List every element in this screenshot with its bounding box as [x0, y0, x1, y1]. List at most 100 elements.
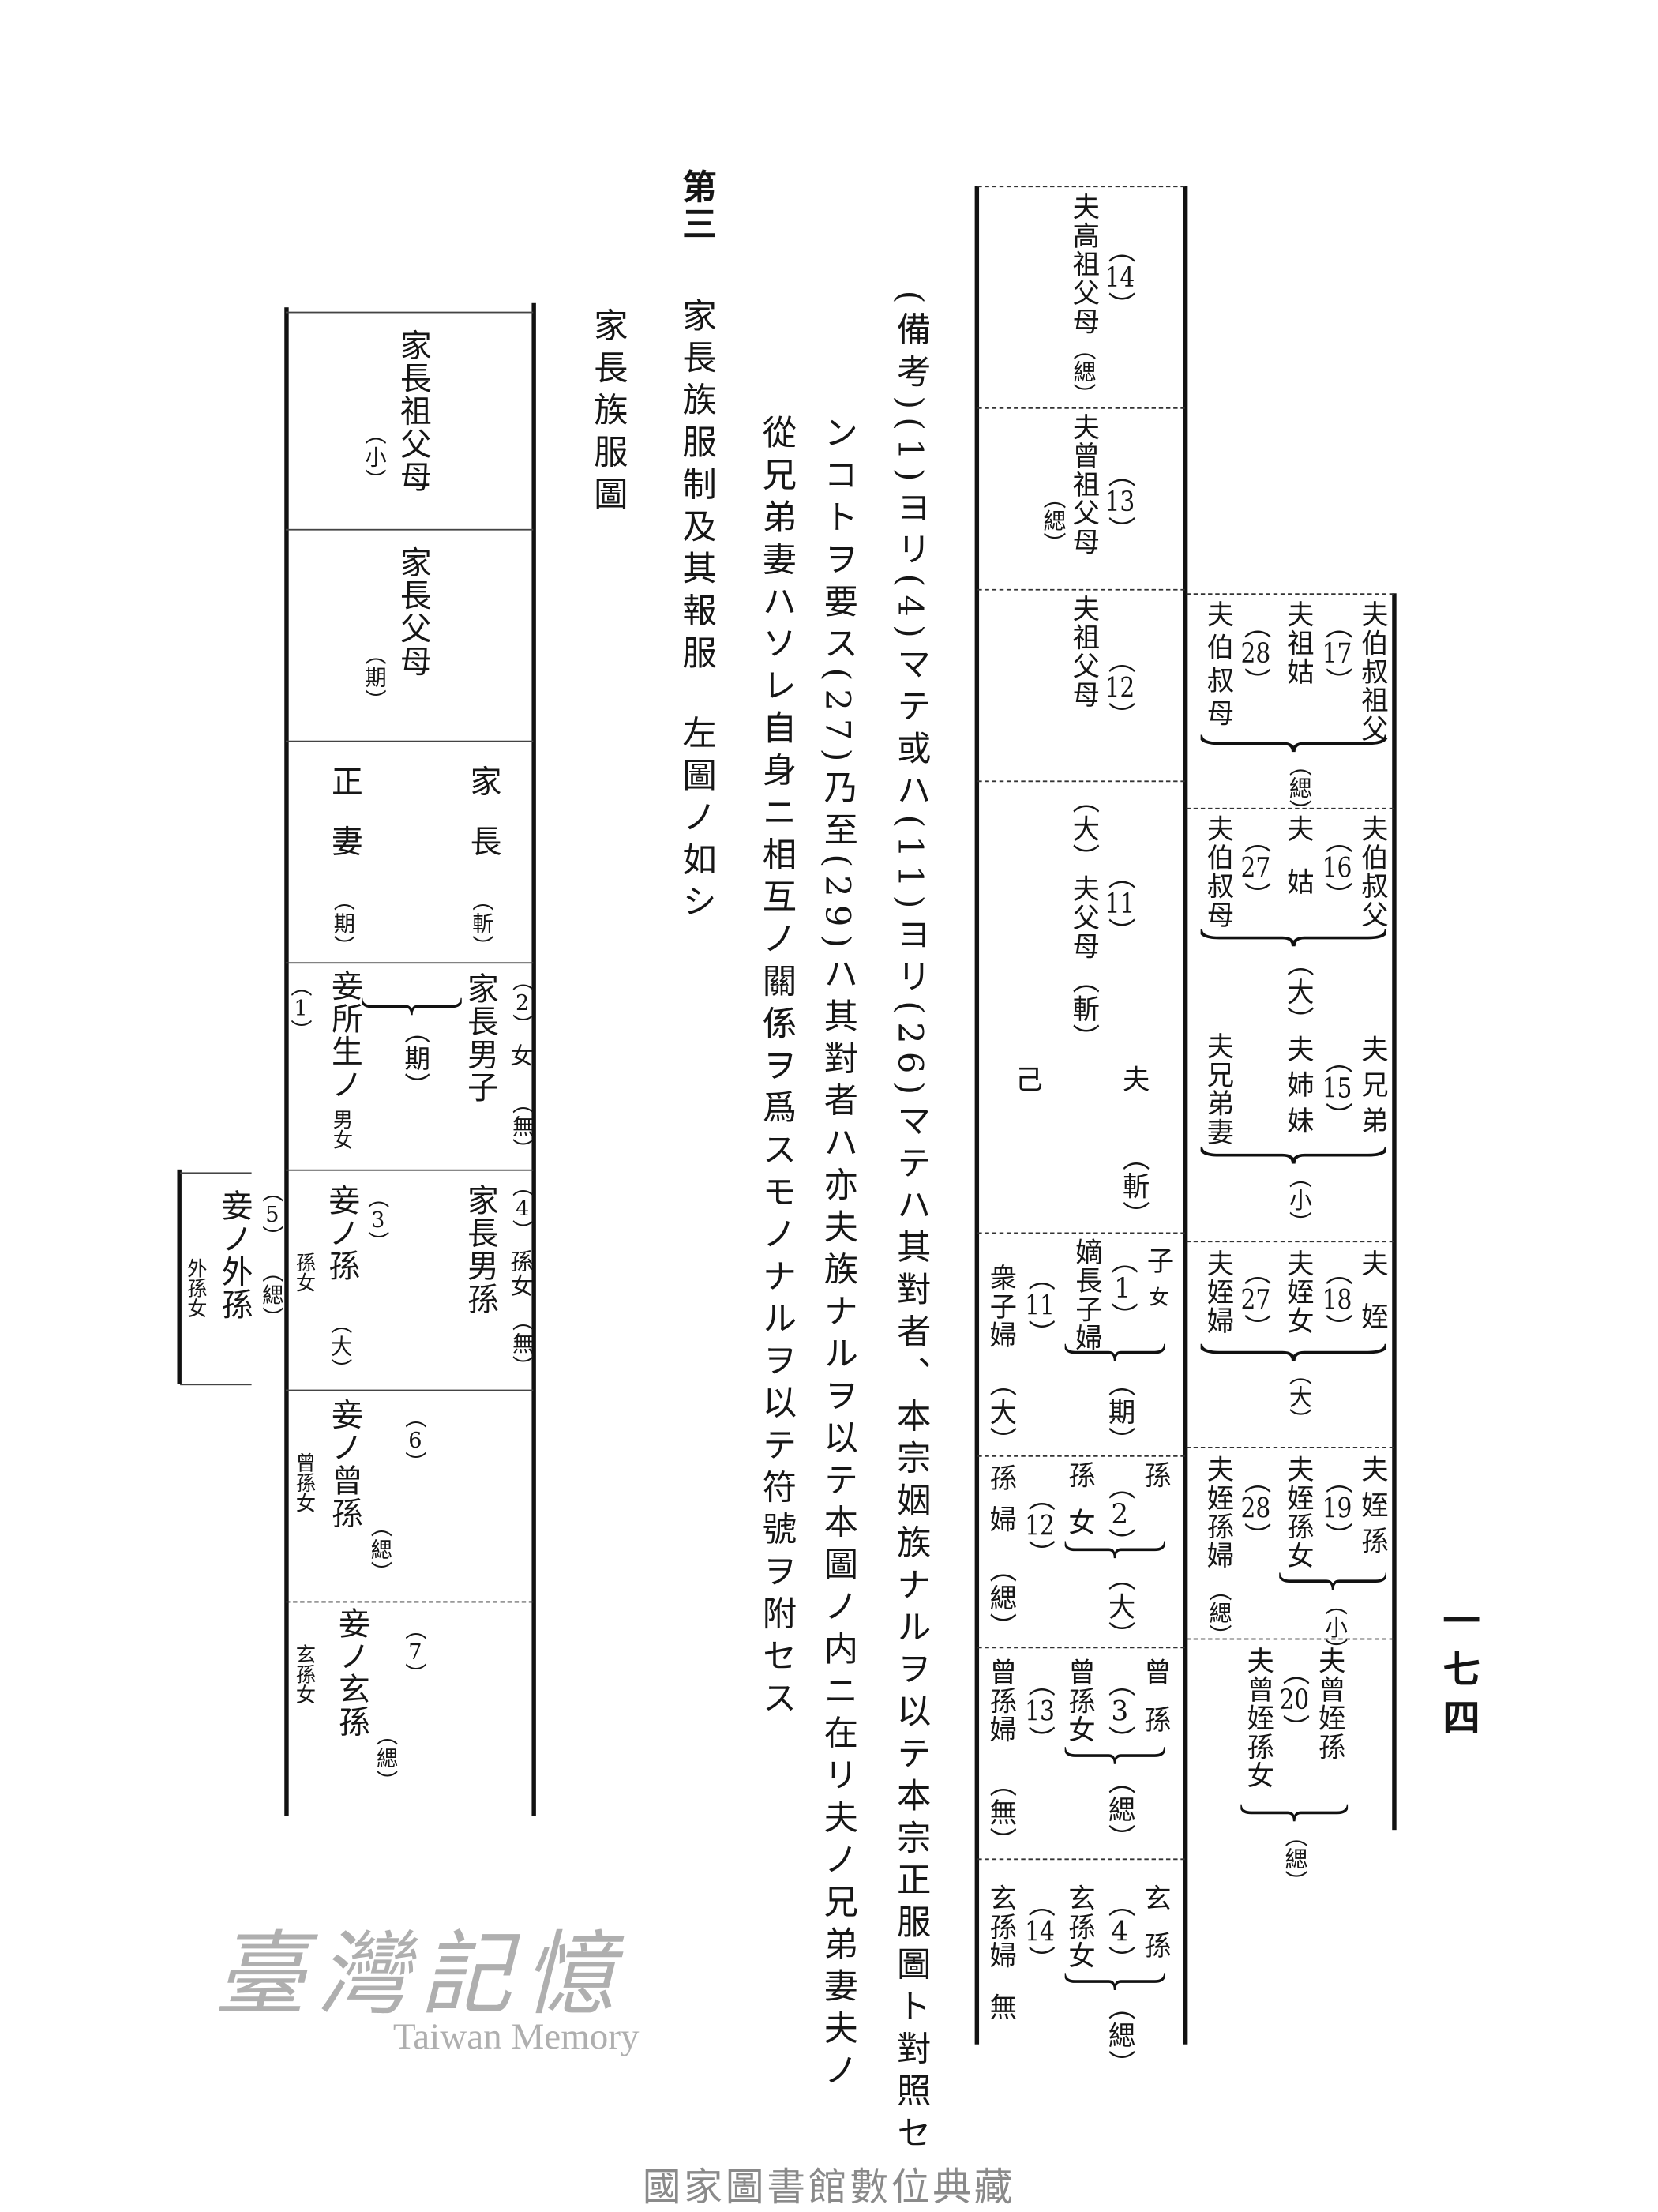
kin-number: 16: [1322, 826, 1352, 911]
kin-name: 夫伯叔祖父: [1356, 600, 1389, 744]
kin-name: 夫兄弟妻: [1202, 1032, 1235, 1147]
mourning-grade: 小: [362, 423, 388, 492]
mourning-grade: 緦: [1104, 1767, 1135, 1853]
kin-name: 孫女: [505, 1249, 534, 1298]
brace: [1279, 1572, 1386, 1590]
mourning-grade: 斬: [470, 889, 496, 958]
section-instruction: 左圖ノ如シ: [676, 715, 716, 926]
section-number: 第三: [676, 168, 718, 243]
row-divider: [977, 1647, 1185, 1649]
kin-name: 夫姑: [1282, 814, 1315, 921]
kin-name: 夫姪孫: [1356, 1455, 1389, 1563]
mourning-grade: 緦: [1104, 1993, 1135, 2079]
kin-number: 6: [403, 1406, 425, 1474]
kin-name: 夫伯叔父: [1356, 814, 1389, 929]
mourning-grade: 期: [1104, 1369, 1135, 1455]
chart-border-left: [974, 186, 979, 2045]
brace: [1200, 1343, 1386, 1361]
chart-border-left: [284, 307, 288, 1816]
kin-number: 4: [1105, 1890, 1132, 1974]
row-divider: [286, 740, 534, 742]
self-label: 己: [1011, 1065, 1043, 1094]
kin-number: 27: [1240, 826, 1270, 911]
chart-border-middle: [1183, 186, 1187, 2045]
brace: [1064, 1541, 1165, 1559]
kin-number: 20: [1279, 1658, 1309, 1743]
kin-number: 1: [1108, 1247, 1135, 1331]
kin-name: 外孫女: [184, 1258, 208, 1319]
mourning-grade: 緦: [368, 1515, 394, 1584]
kin-number: 27: [1240, 1258, 1270, 1343]
kin-name: 妾所生ノ: [325, 969, 362, 1101]
kin-name: 夫曾祖父母: [1068, 413, 1101, 557]
mourning-grade: 無: [985, 1992, 1018, 2022]
kin-name: 玄孫女: [1063, 1883, 1096, 1970]
row-divider: [286, 528, 534, 531]
mourning-grade: 緦: [1281, 1824, 1307, 1893]
kin-name: 夫父母: [1068, 874, 1101, 961]
row-divider: [977, 1858, 1185, 1861]
row-divider: [286, 1169, 534, 1171]
mourning-grade: 期: [400, 1018, 430, 1099]
kin-name: 女: [1146, 1286, 1169, 1309]
row-divider: [180, 1172, 252, 1174]
mourning-grade: 大: [328, 1313, 354, 1381]
kin-number: 1: [290, 975, 311, 1042]
brace: [1064, 1973, 1165, 1990]
kin-name: 玄孫: [1139, 1883, 1172, 1979]
brace: [1064, 1747, 1165, 1764]
kin-name: 夫兄弟: [1356, 1035, 1389, 1143]
kin-number: 4: [511, 1175, 532, 1242]
kin-name: 孫: [1139, 1461, 1172, 1508]
kin-number: 7: [403, 1618, 425, 1685]
row-divider: [977, 780, 1185, 783]
row-divider: [1186, 1241, 1394, 1243]
kin-name: 曾孫女: [1063, 1658, 1096, 1744]
row-divider: [977, 186, 1185, 188]
kin-name: 孫女: [1063, 1461, 1096, 1556]
mourning-grade: 無: [509, 1092, 535, 1161]
diagram-title: 家長族服圖: [587, 307, 628, 519]
kin-name: 家長父母: [394, 546, 430, 678]
mourning-grade: 小: [1285, 1165, 1311, 1234]
kin-name: 夫祖姑: [1282, 600, 1315, 686]
kin-name: 孫女: [293, 1252, 317, 1293]
kin-name: 夫曾姪孫: [1314, 1647, 1346, 1762]
kin-number: 18: [1322, 1258, 1352, 1343]
husband-label: 夫: [1118, 1065, 1150, 1094]
kin-number: 17: [1322, 612, 1352, 697]
kin-name: 妾ノ曾孫: [325, 1398, 362, 1530]
kin-name: 衆子婦: [985, 1264, 1018, 1350]
kin-name: 玄孫婦: [985, 1883, 1018, 1970]
mourning-grade: 期: [331, 889, 357, 958]
row-divider: [286, 1601, 534, 1603]
kin-name: 妾ノ玄孫: [332, 1606, 369, 1739]
mourning-grade: 無: [509, 1309, 535, 1378]
kin-number: 3: [1105, 1669, 1132, 1754]
kin-name: 家長男孫: [461, 1183, 497, 1316]
kin-number: 11: [1105, 862, 1135, 947]
kin-name: 曾孫婦: [985, 1658, 1018, 1744]
page-number: 一七四: [1436, 1601, 1480, 1748]
mourning-grade: 緦: [260, 1261, 286, 1330]
household-head: 家長: [464, 764, 501, 885]
mourning-grade: 大: [1285, 1362, 1311, 1431]
footer-credit: 國家圖書館數位典藏: [642, 2165, 1016, 2210]
kin-name: 正妻: [325, 764, 362, 885]
mourning-grade: 大: [985, 1369, 1017, 1455]
row-divider: [180, 1384, 252, 1386]
row-divider: [977, 588, 1185, 591]
brace: [1200, 929, 1386, 947]
mourning-grade: 無: [985, 1770, 1017, 1856]
kin-number: 2: [1105, 1473, 1132, 1557]
kin-number: 14: [1025, 1890, 1055, 1974]
kin-name: 孫婦: [985, 1463, 1018, 1547]
kin-name: 夫伯叔母: [1202, 814, 1235, 929]
mourning-grade: 斬: [1068, 967, 1100, 1053]
kin-name: 家長祖父母: [394, 329, 430, 494]
kin-number: 15: [1322, 1046, 1352, 1131]
row-divider: [977, 407, 1185, 409]
chart-border-right: [531, 302, 536, 1816]
mourning-grade: 大: [1104, 1564, 1135, 1650]
